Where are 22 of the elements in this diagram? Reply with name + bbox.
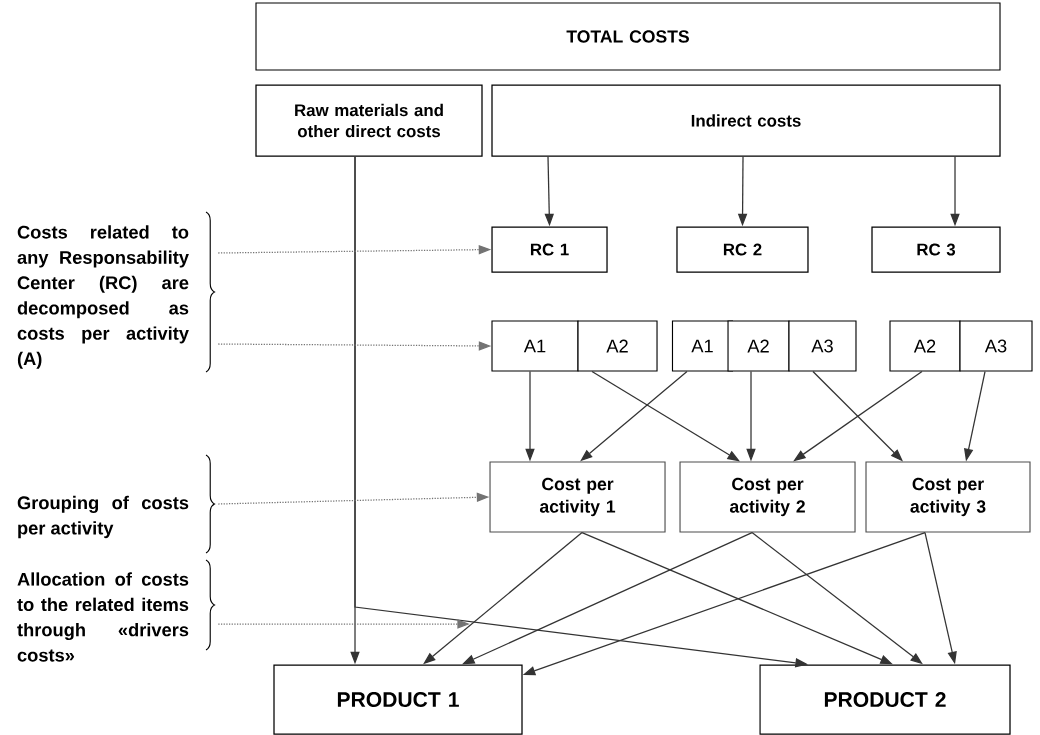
cost-box: Raw materials and other direct costs	[255, 84, 483, 157]
note-text: Grouping of costs per activity	[17, 495, 189, 539]
cost-box: Cost per activity 3	[865, 461, 1031, 533]
activity-cell: A1	[671, 320, 734, 372]
activity-cell: A2	[889, 320, 961, 372]
activity-cell: A2	[577, 320, 658, 372]
center-box: RC 3	[871, 226, 1001, 273]
center-box: RC 2	[676, 226, 809, 273]
product-box: PRODUCT 2	[759, 664, 1011, 735]
activity-cell: A1	[491, 320, 579, 372]
center-box: RC 1	[491, 226, 608, 273]
activity-cell: A3	[788, 320, 857, 372]
arrow	[591, 370, 740, 462]
product-box: PRODUCT 1	[273, 664, 523, 735]
note-text: Costs related to any Responsability Center (RC) are decomposed as costs per activity (A)	[17, 225, 189, 369]
cost-box: Cost per activity 2	[679, 461, 856, 533]
header-box: TOTAL COSTS	[255, 2, 1001, 71]
cost-box: Indirect costs	[491, 84, 1001, 157]
cost-box: Cost per activity 1	[489, 461, 666, 533]
activity-cell: A3	[959, 320, 1033, 372]
activity-cell: A2	[727, 320, 790, 372]
note-text: Allocation of costs to the related items through «drivers costs»	[17, 572, 189, 662]
